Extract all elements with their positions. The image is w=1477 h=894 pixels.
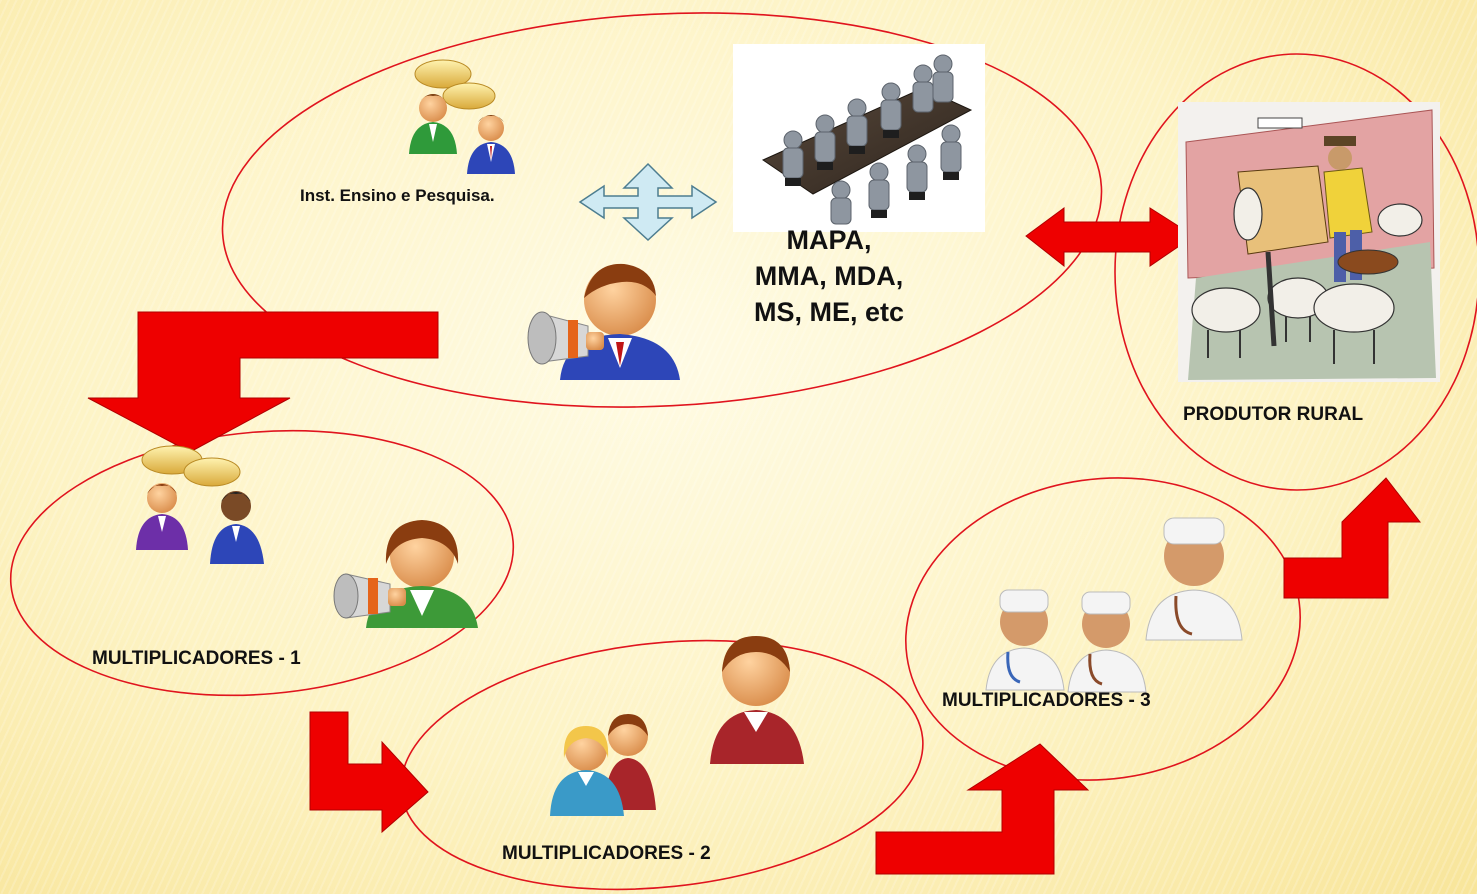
label-ministries-line: MS, ME, etc <box>753 297 905 327</box>
arrow-double-institutions-produtor <box>1025 207 1195 268</box>
arrow-mult3-to-produtor <box>1283 477 1422 599</box>
label-multiplicadores-2: MULTIPLICADORES - 2 <box>502 843 711 864</box>
label-multiplicadores-3: MULTIPLICADORES - 3 <box>942 690 1151 711</box>
label-institutions: Inst. Ensino e Pesquisa. <box>300 186 495 205</box>
ellipse-institutions <box>221 12 1103 408</box>
arrow-institutions-to-mult1 <box>87 311 439 453</box>
megaphone-man-icon <box>527 263 680 380</box>
ellipse-produtor <box>1114 53 1477 491</box>
ellipse-mult3 <box>905 477 1301 781</box>
farmer-sheep-icon <box>1178 102 1440 382</box>
chat-people-icon <box>136 445 264 564</box>
move-arrows-icon <box>578 162 718 242</box>
ellipse-mult1 <box>9 429 515 697</box>
arrow-mult2-to-mult3 <box>875 743 1090 875</box>
label-multiplicadores-1: MULTIPLICADORES - 1 <box>92 648 301 669</box>
people-group-icon <box>550 636 804 816</box>
label-ministries-line: MMA, MDA, <box>754 261 904 291</box>
doctors-icon <box>985 517 1243 693</box>
chat-people-icon <box>409 59 515 174</box>
arrow-mult1-to-mult2 <box>309 711 429 834</box>
label-ministries-line: MAPA, <box>786 225 872 255</box>
meeting-room-icon <box>733 44 985 232</box>
megaphone-woman-icon <box>333 520 478 628</box>
label-ministries: MAPA, MMA, MDA, MS, ME, etc <box>724 222 934 330</box>
label-produtor-rural: PRODUTOR RURAL <box>1183 404 1364 425</box>
